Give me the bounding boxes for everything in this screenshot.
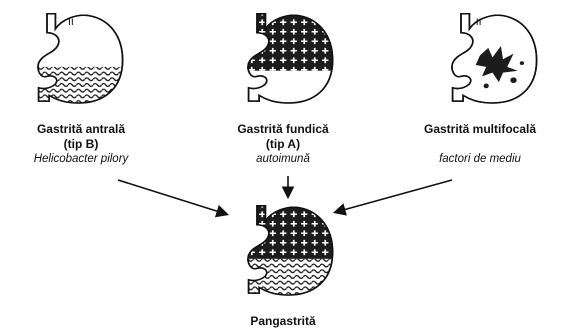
arrow-antral-to-pangastritis — [117, 179, 230, 218]
svg-text:II: II — [68, 18, 74, 28]
result-label-pangastritis: Pangastrită — [208, 314, 358, 329]
type-title-line: (tip B) — [63, 137, 99, 151]
type-label-multifocal: Gastrită multifocală factori de mediu — [400, 122, 560, 167]
type-title-line: Gastrită fundică — [237, 122, 329, 136]
type-title-line: Gastrită multifocală — [423, 122, 537, 136]
type-cause: Helicobacter pilory — [33, 153, 129, 165]
stomach-pangastritis-icon — [247, 204, 334, 296]
type-title-line: (tip A) — [265, 137, 301, 151]
svg-text:II: II — [476, 18, 482, 28]
arrow-multifocal-to-pangastritis — [332, 179, 453, 216]
type-title-line: Gastrită antrală — [36, 122, 126, 136]
stomach-antral-icon: II — [37, 12, 124, 104]
type-label-fundic: Gastrită fundică (tip A) autoimună — [208, 122, 358, 167]
stomach-multifocal-icon: II — [451, 12, 538, 104]
type-label-antral: Gastrită antrală (tip B) Helicobacter pi… — [6, 122, 156, 167]
result-title: Pangastrită — [250, 314, 316, 328]
stomach-fundic-icon — [247, 12, 334, 104]
type-cause: factori de mediu — [439, 153, 521, 165]
type-cause: autoimună — [256, 153, 310, 165]
